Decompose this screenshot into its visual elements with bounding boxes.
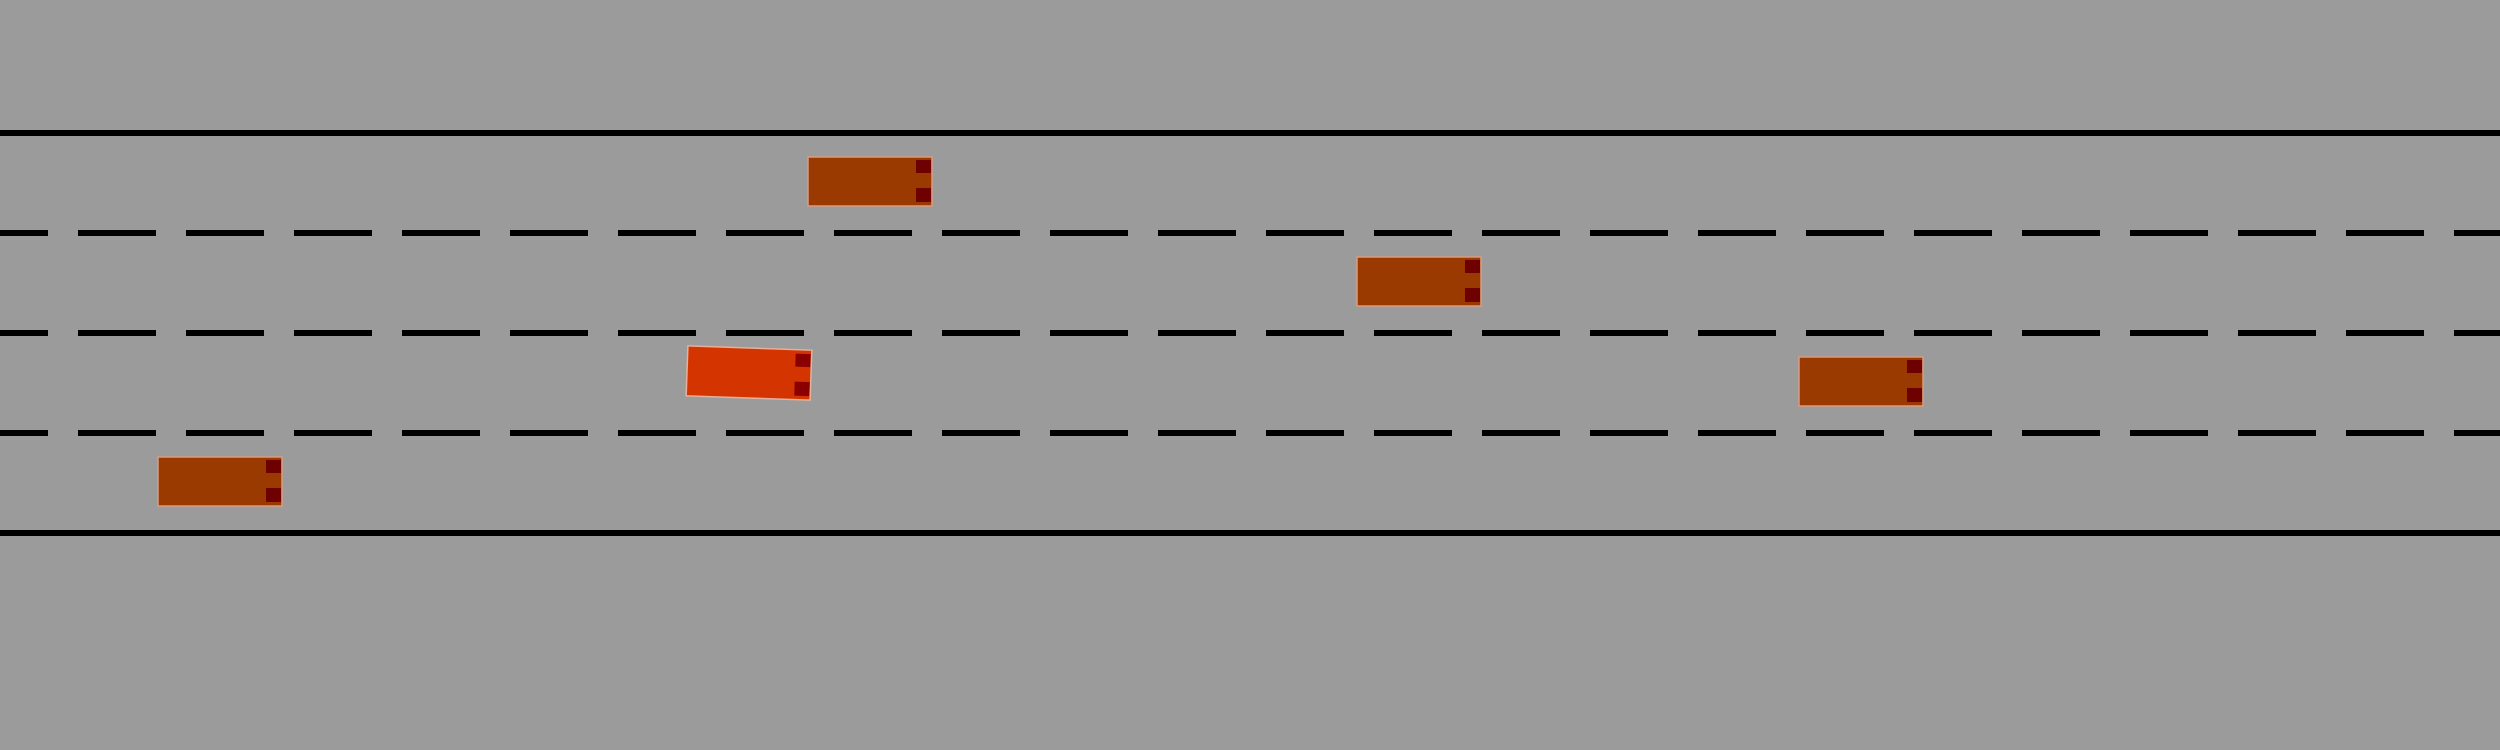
vehicle-body	[157, 456, 283, 507]
tail-light-bottom	[794, 381, 810, 397]
tail-light-top	[795, 353, 811, 368]
tail-light-top	[916, 160, 931, 173]
tail-light-top	[1907, 360, 1922, 373]
tail-light-bottom	[916, 188, 931, 202]
vehicle-body	[1798, 356, 1924, 407]
vehicle-lane-4	[157, 456, 283, 507]
tail-light-bottom	[1465, 288, 1480, 302]
vehicle-lane-2	[1356, 256, 1482, 307]
tail-light-bottom	[266, 488, 281, 502]
ego-vehicle	[685, 345, 813, 401]
vehicle-lane-1	[807, 156, 933, 207]
tail-light-top	[1465, 260, 1480, 273]
vehicle-body	[807, 156, 933, 207]
tail-light-top	[266, 460, 281, 473]
vehicle-lane-3	[1798, 356, 1924, 407]
vehicle-body	[1356, 256, 1482, 307]
ego-vehicle-body	[685, 345, 813, 401]
tail-light-bottom	[1907, 388, 1922, 402]
